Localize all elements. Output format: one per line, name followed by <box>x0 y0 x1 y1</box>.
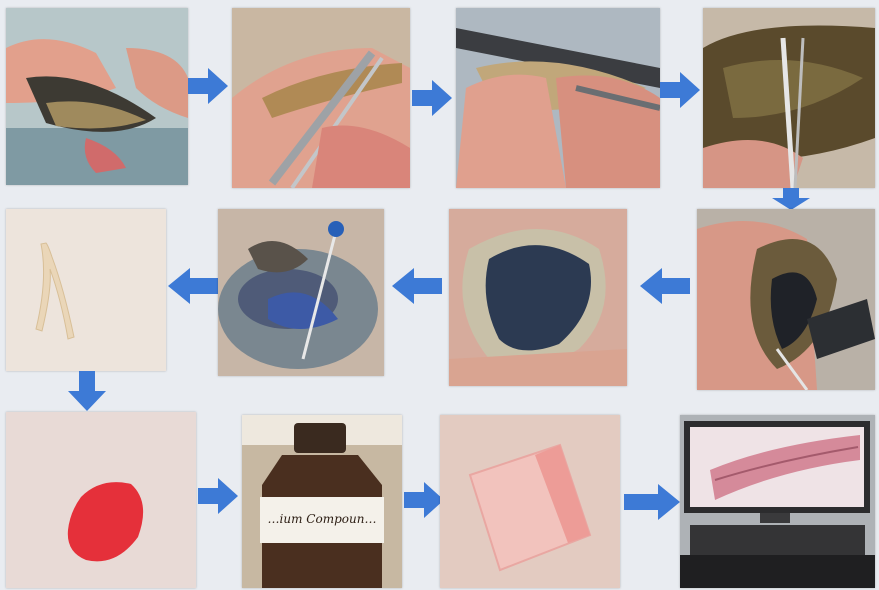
arrow-right-2 <box>412 80 452 116</box>
arrow-down-1 <box>772 188 810 210</box>
arrow-right-3 <box>660 72 700 108</box>
arrow-right-4 <box>198 478 238 514</box>
photo-cut-head-region <box>703 8 875 188</box>
arrow-down-2 <box>68 371 106 411</box>
photo-slide <box>440 415 620 588</box>
photo-open-mouth-side <box>697 209 875 390</box>
photo-hold-fish <box>6 8 188 185</box>
arrow-right-1 <box>188 68 228 104</box>
arrow-right-6 <box>624 484 680 520</box>
arrow-right-5 <box>404 482 444 518</box>
photo-reagent-bottle: …ium Compoun… <box>242 415 402 588</box>
photo-cut-with-scissors <box>232 8 410 188</box>
photo-microscope-monitor <box>680 415 875 588</box>
arrow-left-2 <box>392 268 442 304</box>
bottle-label: …ium Compoun… <box>260 499 384 539</box>
photo-open-body <box>456 8 660 188</box>
photo-pinned-tissue <box>218 209 384 376</box>
arrow-left-3 <box>168 268 218 304</box>
photo-stained-tissue <box>6 412 196 588</box>
arrow-left-1 <box>640 268 690 304</box>
photo-open-mouth <box>449 209 627 386</box>
photo-extracted-tissue <box>6 209 166 371</box>
